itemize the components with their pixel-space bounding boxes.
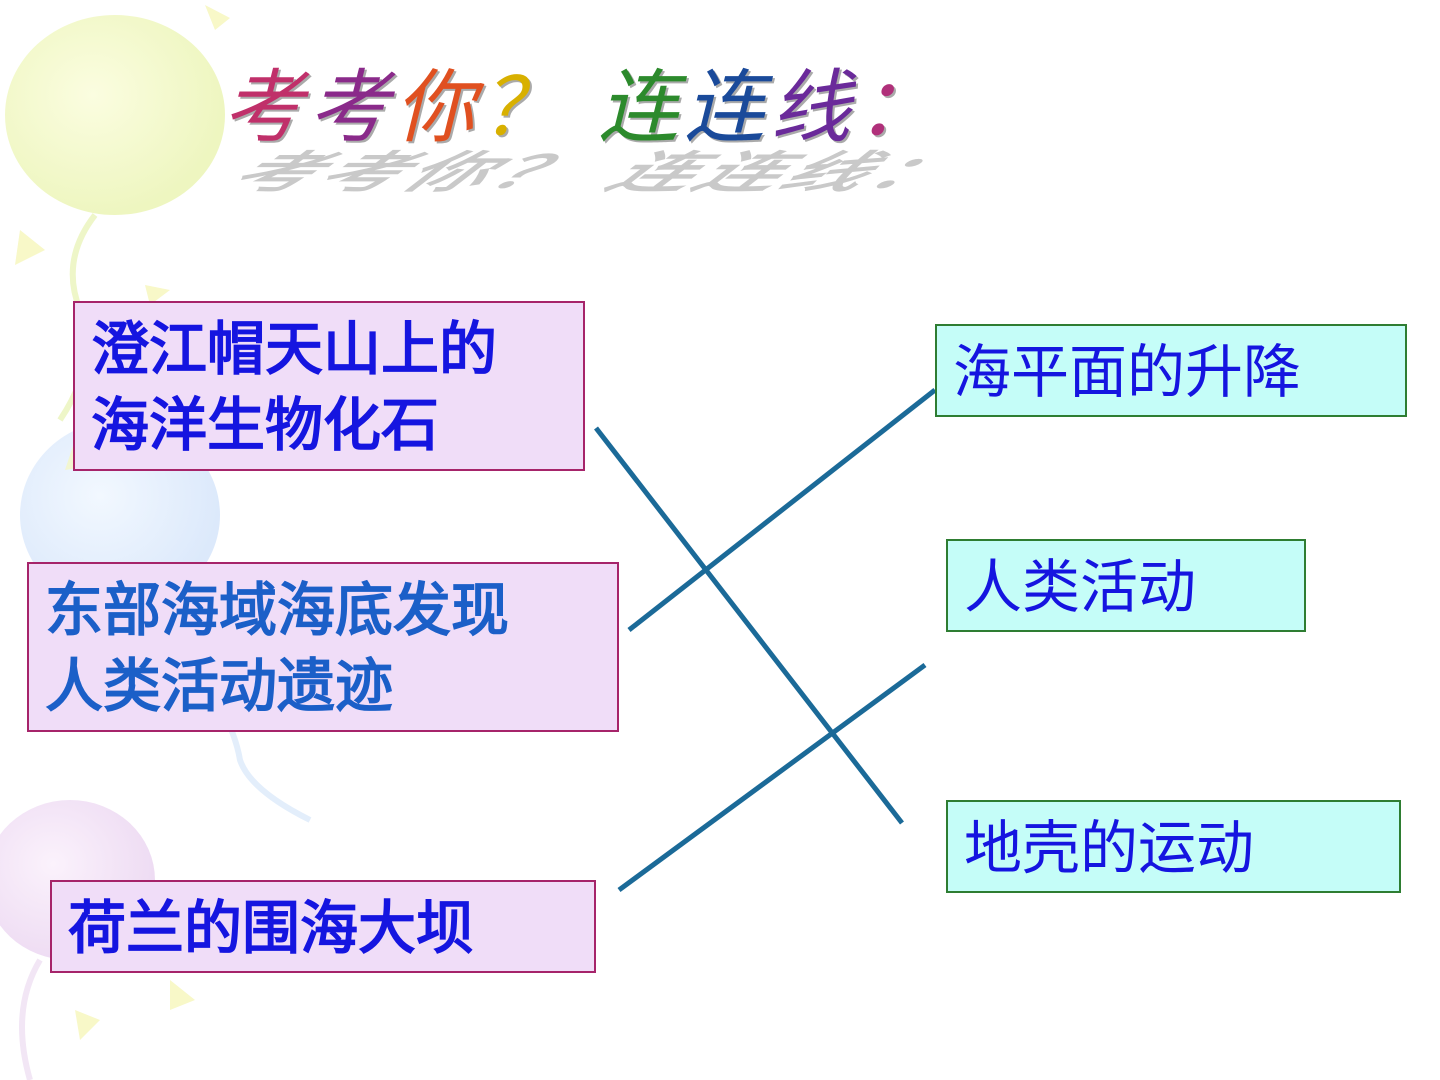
title-char: 连 <box>684 61 771 154</box>
left-item-seafloor-relics[interactable]: 东部海域海底发现 人类活动遗迹 <box>27 562 619 732</box>
left-item-seafloor-relics-line1: 东部海域海底发现 <box>45 576 510 644</box>
title-char: 考 <box>223 61 309 154</box>
left-item-fossils-line1: 澄江帽天山上的 <box>91 315 498 383</box>
title-char: 考 <box>309 61 395 154</box>
left-item-dutch-dam-label: 荷兰的围海大坝 <box>68 894 475 962</box>
right-item-human-activity[interactable]: 人类活动 <box>946 539 1306 632</box>
left-item-fossils[interactable]: 澄江帽天山上的 海洋生物化石 <box>73 301 585 471</box>
right-item-human-activity-label: 人类活动 <box>964 553 1197 621</box>
left-item-seafloor-relics-line2: 人类活动遗迹 <box>45 652 394 720</box>
connector-line-relics-to-sealevel <box>627 388 937 632</box>
right-item-sea-level-label: 海平面的升降 <box>953 338 1302 406</box>
left-item-dutch-dam[interactable]: 荷兰的围海大坝 <box>50 880 596 973</box>
right-item-crust-movement[interactable]: 地壳的运动 <box>946 800 1401 893</box>
title-char: 你 <box>395 61 481 154</box>
connector-line-dam-to-human <box>617 662 927 893</box>
title-char: ： <box>856 61 943 154</box>
title-text: 考考你？ 连连线： <box>223 58 942 158</box>
connector-line-fossils-to-crust <box>594 426 904 825</box>
title-char: 线 <box>770 61 857 154</box>
title-char: 连 <box>598 61 685 154</box>
right-item-sea-level[interactable]: 海平面的升降 <box>935 324 1407 417</box>
right-item-crust-movement-label: 地壳的运动 <box>964 814 1255 882</box>
title-char: ？ <box>481 61 567 154</box>
page-title: 考考你？ 连连线： 考考你？ 连连线： <box>215 58 982 198</box>
left-item-fossils-line2: 海洋生物化石 <box>91 391 440 459</box>
